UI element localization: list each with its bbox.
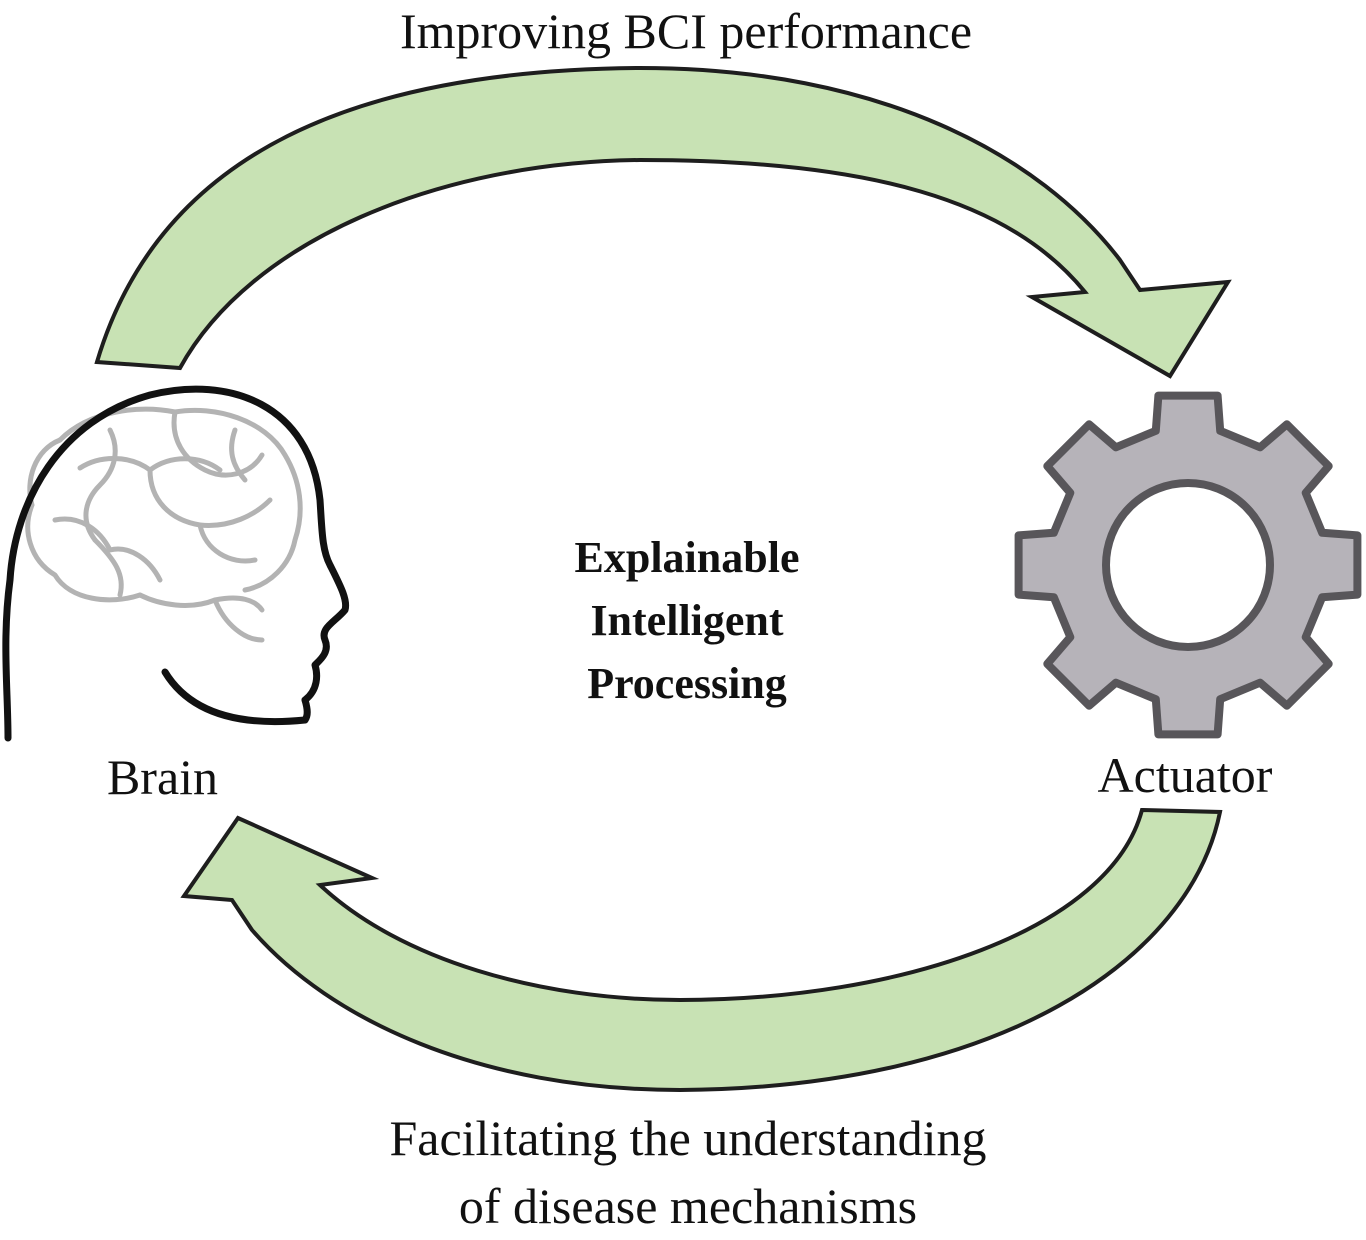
gear-icon — [1014, 391, 1362, 739]
top-arrow-label: Improving BCI performance — [399, 3, 973, 59]
bottom-arrow-label-line-1: Facilitating the understanding — [389, 1110, 987, 1166]
center-title: Explainable Intelligent Processing — [537, 526, 837, 715]
bottom-arrow — [180, 807, 1223, 1093]
center-title-line-3: Processing — [587, 659, 787, 708]
head-with-brain-icon — [2, 385, 350, 742]
brain-label: Brain — [106, 749, 219, 805]
gear-body — [1014, 391, 1362, 739]
bottom-arrow-label-line-2: of disease mechanisms — [458, 1178, 918, 1234]
center-title-line-1: Explainable — [574, 533, 800, 582]
center-title-line-2: Intelligent — [590, 596, 784, 645]
bottom-arrow-label: Facilitating the understanding of diseas… — [0, 1104, 1366, 1240]
top-arrow — [94, 65, 1232, 379]
actuator-label: Actuator — [1097, 747, 1273, 803]
